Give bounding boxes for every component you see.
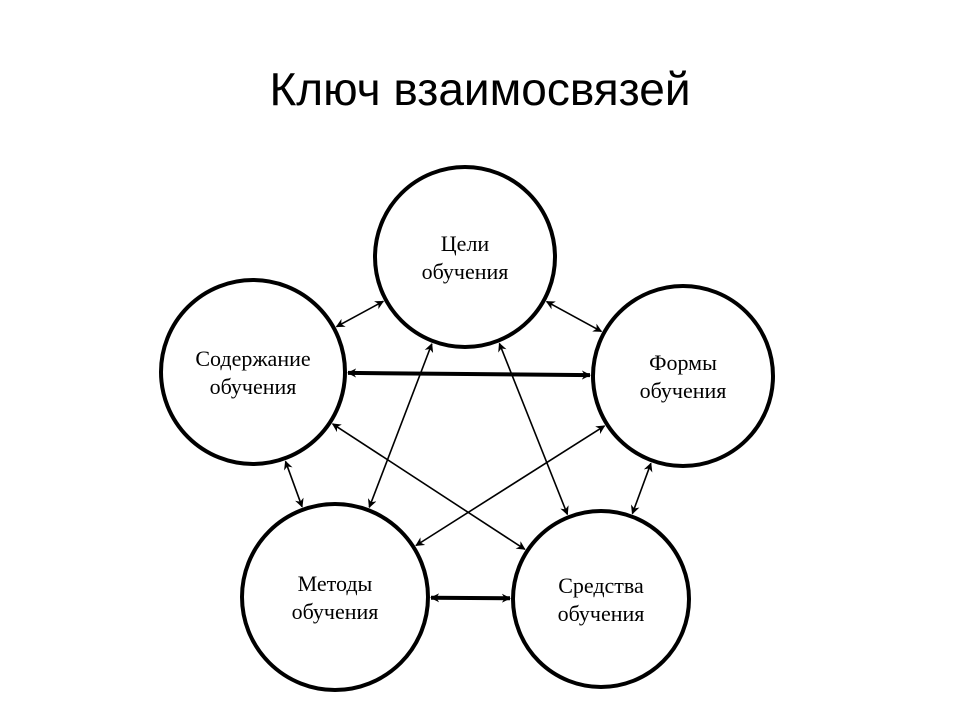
connection-arrow-content-goals — [335, 300, 385, 328]
node-label-methods-line1: Методы — [298, 571, 373, 596]
node-forms: Формы обучения — [591, 284, 775, 468]
connection-arrow-goals-means — [498, 342, 569, 516]
node-circle-content — [159, 278, 347, 466]
node-circle-methods — [240, 502, 430, 692]
node-circle-forms — [591, 284, 775, 468]
connection-arrow-content-forms — [347, 368, 591, 380]
node-goals: Цели обучения — [373, 165, 557, 349]
connection-arrow-forms-methods — [415, 425, 606, 547]
node-label-methods-line2: обучения — [292, 599, 379, 624]
connection-arrow-forms-means — [630, 462, 653, 515]
node-label-goals-line2: обучения — [422, 259, 509, 284]
node-circle-goals — [373, 165, 557, 349]
node-circle-means — [511, 509, 691, 689]
node-label-goals-line1: Цели — [441, 231, 490, 256]
slide-title: Ключ взаимосвязей — [269, 63, 691, 115]
connection-arrow-goals-forms — [545, 300, 603, 333]
node-methods: Методы обучения — [240, 502, 430, 692]
node-label-content-line1: Содержание — [195, 346, 310, 371]
node-label-means-line2: обучения — [558, 601, 645, 626]
node-label-means-line1: Средства — [558, 573, 644, 598]
node-label-content-line2: обучения — [210, 374, 297, 399]
connection-arrow-methods-content — [284, 460, 304, 508]
node-label-forms-line1: Формы — [649, 350, 717, 375]
nodes-layer: ЦелиобученияФормыобученияСредстваобучени… — [159, 165, 775, 692]
connections-layer — [284, 300, 653, 603]
node-label-forms-line2: обучения — [640, 378, 727, 403]
connection-arrow-means-methods — [430, 593, 511, 603]
node-content: Содержание обучения — [159, 278, 347, 466]
node-means: Средства обучения — [511, 509, 691, 689]
